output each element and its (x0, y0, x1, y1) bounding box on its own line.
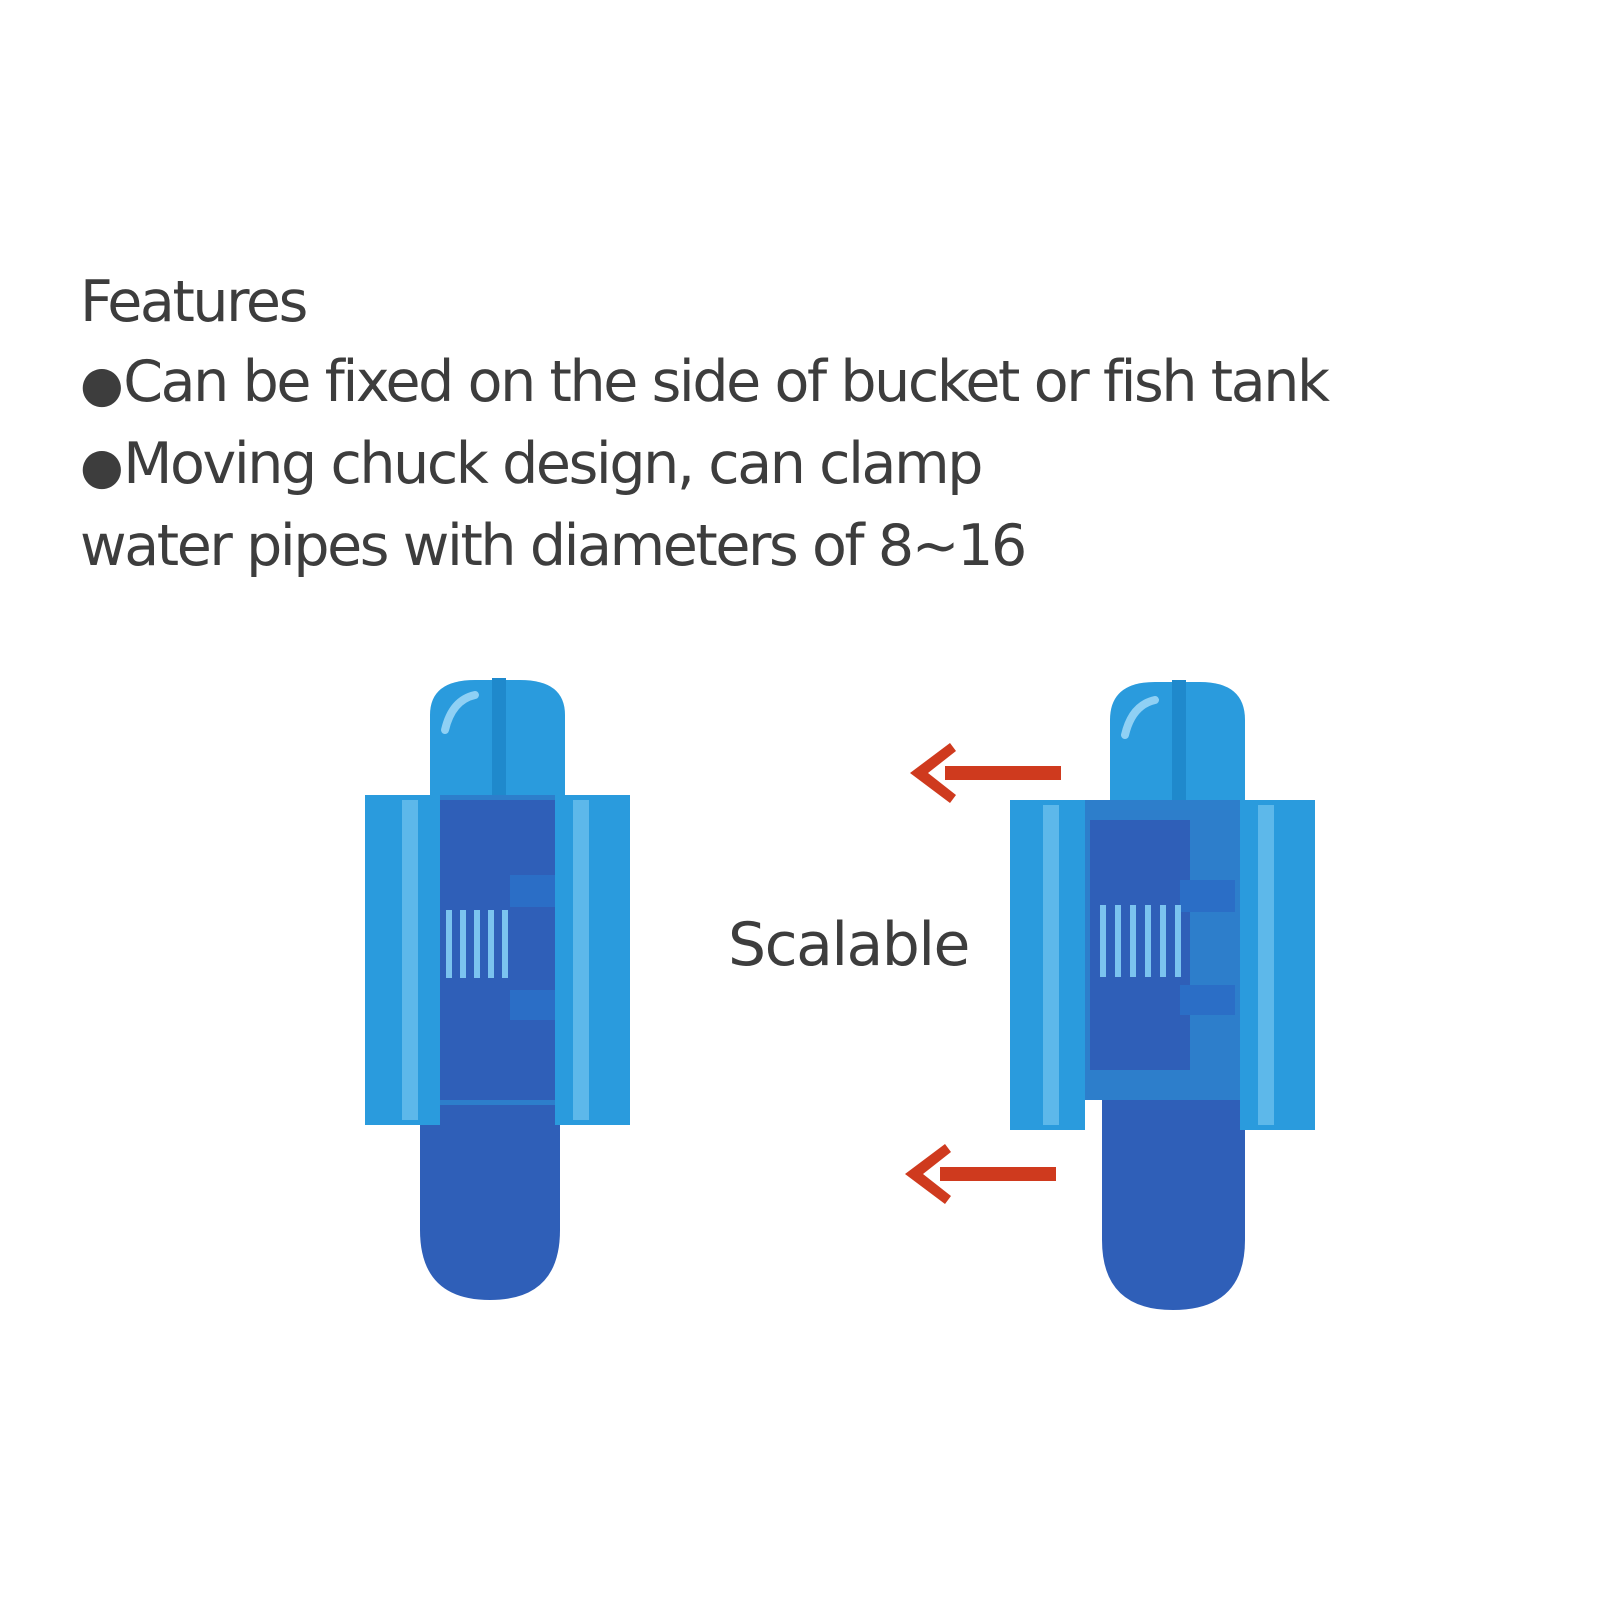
spring-icon (1100, 905, 1181, 977)
core-step (1180, 985, 1235, 1015)
right-rail (555, 795, 630, 1125)
core-step (1180, 880, 1235, 912)
feature-text-1: Can be fixed on the side of bucket or fi… (123, 349, 1330, 415)
clamp-core (1090, 820, 1190, 1070)
rail-stripe (1043, 805, 1059, 1125)
spring-icon (446, 910, 508, 978)
bullet-icon: ● (80, 437, 124, 495)
arrow-left-icon (910, 743, 1061, 803)
features-text: Features ●Can be fixed on the side of bu… (80, 262, 1330, 586)
knob-highlight (441, 691, 479, 734)
bottom-knob (420, 1080, 560, 1300)
clamp-core (440, 800, 555, 1100)
rail-stripe (1258, 805, 1274, 1125)
feature-text-2: Moving chuck design, can clamp (123, 431, 983, 497)
feature-item-1: ●Can be fixed on the side of bucket or f… (80, 342, 1330, 424)
feature-item-2: ●Moving chuck design, can clamp (80, 424, 1328, 506)
right-rail (1240, 800, 1315, 1130)
rail-stripe (573, 800, 589, 1120)
bottom-knob (1102, 1075, 1245, 1310)
scalable-label: Scalable (728, 910, 970, 980)
knob-groove (1172, 680, 1186, 802)
feature-text-3: water pipes with diameters of 8~16 (80, 513, 1027, 579)
bullet-icon: ● (80, 355, 124, 413)
features-heading: Features (80, 269, 308, 335)
knob-highlight (1121, 696, 1159, 739)
clamp-closed-icon (365, 678, 630, 1300)
knob-groove (492, 678, 506, 798)
clamp-extended-icon (1010, 680, 1315, 1310)
arrow-left-icon (905, 1144, 1056, 1204)
rail-stripe (402, 800, 418, 1120)
